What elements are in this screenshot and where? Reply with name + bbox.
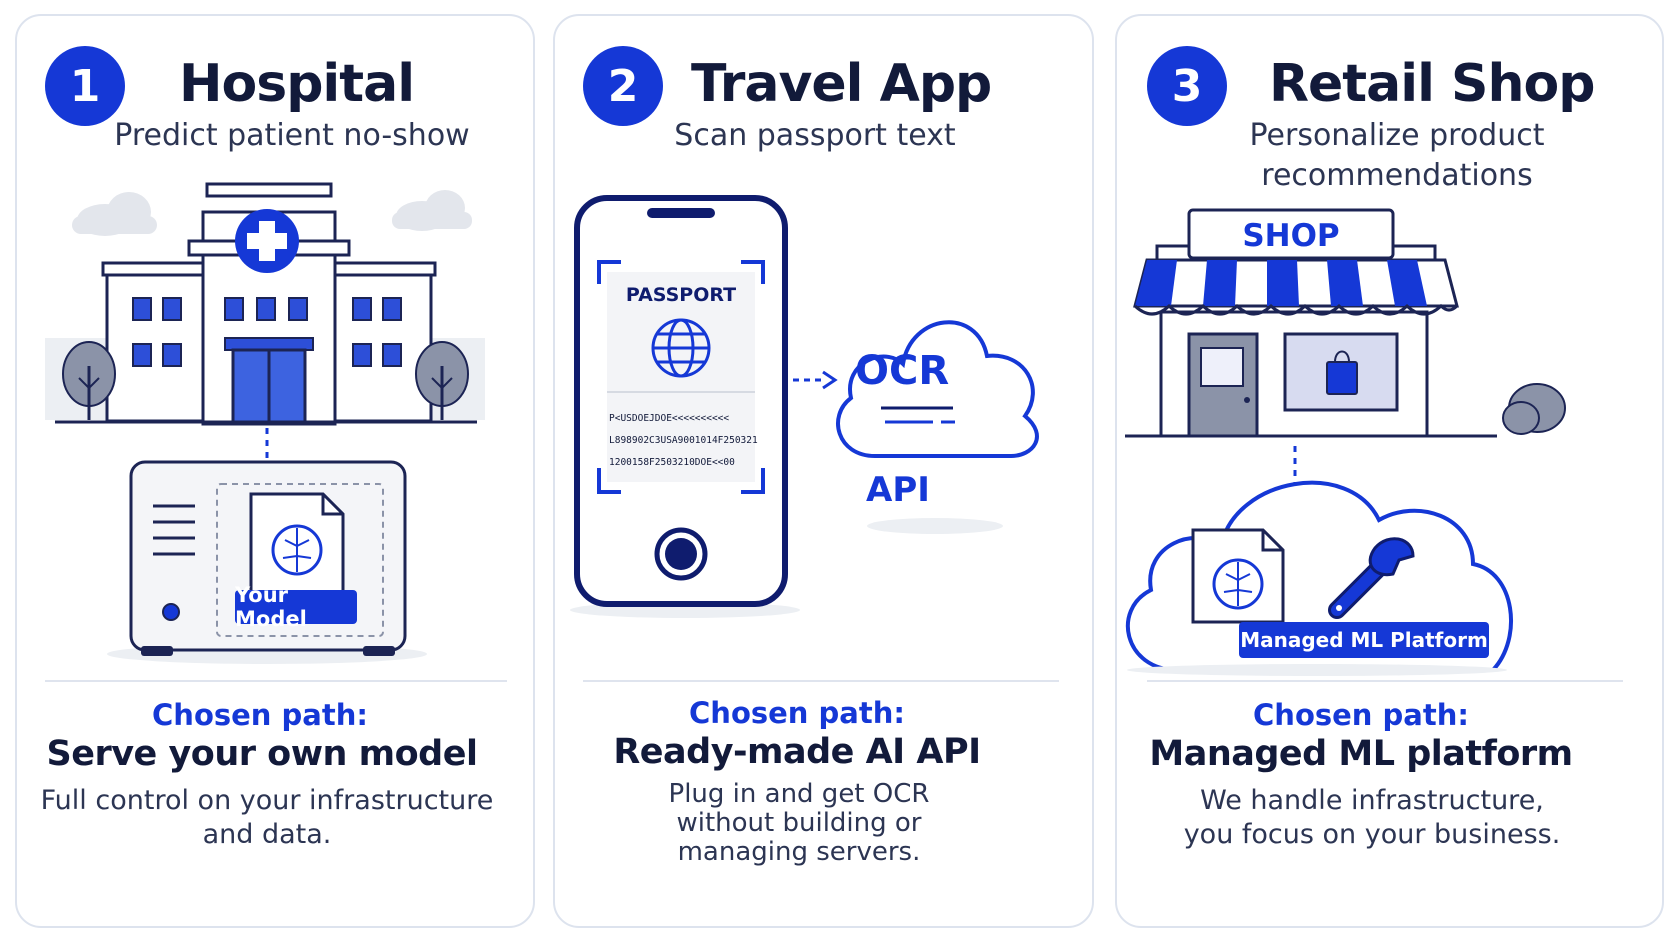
passport-label: PASSPORT bbox=[625, 284, 737, 306]
cloud-api-icon bbox=[836, 320, 1039, 458]
chosen-path-label: Chosen path: bbox=[1253, 698, 1469, 732]
retail-shop-illustration bbox=[1125, 208, 1566, 676]
chosen-path-description: Full control on your infrastructure and … bbox=[37, 784, 497, 852]
passport-mrz: P<USDOEJDOE<<<<<<<<<< L898902C3USA900101… bbox=[609, 408, 759, 474]
platform-badge: Managed ML Platform bbox=[1239, 622, 1489, 658]
description-line: and data. bbox=[202, 819, 332, 850]
description-line: We handle infrastructure, bbox=[1200, 785, 1544, 816]
card-title: Hospital bbox=[179, 54, 415, 114]
card-hospital: 1 Hospital Predict patient no-show bbox=[15, 14, 535, 928]
mrz-line: P<USDOEJDOE<<<<<<<<<< bbox=[609, 413, 730, 424]
divider bbox=[583, 680, 1059, 682]
smartphone-icon bbox=[574, 195, 788, 607]
cloud-icon bbox=[392, 190, 472, 231]
subtitle-line: Predict patient no-show bbox=[114, 118, 470, 153]
step-number-badge: 3 bbox=[1147, 46, 1227, 126]
step-number-badge: 1 bbox=[45, 46, 125, 126]
door-icon bbox=[1187, 332, 1259, 438]
wrench-icon bbox=[1328, 537, 1415, 619]
bush-icon bbox=[1502, 383, 1566, 435]
step-number-badge: 2 bbox=[583, 46, 663, 126]
description-line: you focus on your business. bbox=[1183, 819, 1561, 850]
tree-icon bbox=[415, 341, 469, 420]
shopping-bag-icon bbox=[1326, 350, 1358, 395]
card-title: Travel App bbox=[691, 54, 992, 114]
chosen-path-name: Serve your own model bbox=[46, 734, 478, 774]
tree-icon bbox=[62, 341, 116, 420]
card-subtitle: Personalize product recommendations bbox=[1177, 116, 1617, 196]
model-badge: Your Model bbox=[235, 583, 357, 631]
chosen-path-description: We handle infrastructure, you focus on y… bbox=[1137, 784, 1607, 852]
divider bbox=[45, 680, 507, 682]
description-line: without building or bbox=[676, 808, 922, 838]
chosen-path-name: Managed ML platform bbox=[1149, 734, 1573, 774]
ai-model-file-icon bbox=[1191, 528, 1285, 624]
chosen-path-description: Plug in and get OCR without building or … bbox=[575, 780, 1023, 867]
ai-model-file-icon bbox=[249, 492, 345, 598]
chosen-path-label: Chosen path: bbox=[152, 698, 368, 732]
api-label: API bbox=[866, 470, 930, 510]
medical-cross-icon bbox=[235, 209, 299, 273]
subtitle-line: Personalize product bbox=[1249, 118, 1545, 153]
divider bbox=[1147, 680, 1623, 682]
mrz-line: 1200158F2503210DOE<<00 bbox=[609, 457, 735, 468]
chosen-path-label: Chosen path: bbox=[689, 696, 905, 730]
card-travel-app: 2 Travel App Scan passport text bbox=[553, 14, 1094, 928]
card-subtitle: Predict patient no-show bbox=[77, 116, 507, 156]
card-title: Retail Shop bbox=[1269, 54, 1595, 114]
mrz-line: L898902C3USA9001014F250321 bbox=[609, 435, 758, 446]
globe-icon bbox=[651, 318, 711, 378]
cloud-icon bbox=[72, 192, 157, 236]
subtitle-line: recommendations bbox=[1261, 158, 1533, 193]
card-retail-shop: 3 Retail Shop Personalize product recomm… bbox=[1115, 14, 1664, 928]
subtitle-line: Scan passport text bbox=[674, 118, 956, 153]
chosen-path-name: Ready-made AI API bbox=[613, 732, 981, 772]
shop-sign: SHOP bbox=[1242, 218, 1340, 254]
travel-app-illustration bbox=[570, 195, 1039, 618]
card-subtitle: Scan passport text bbox=[615, 116, 1015, 156]
ocr-label: OCR bbox=[855, 348, 950, 394]
description-line: managing servers. bbox=[677, 837, 921, 867]
description-line: Full control on your infrastructure bbox=[40, 785, 494, 816]
description-line: Plug in and get OCR bbox=[668, 779, 930, 809]
